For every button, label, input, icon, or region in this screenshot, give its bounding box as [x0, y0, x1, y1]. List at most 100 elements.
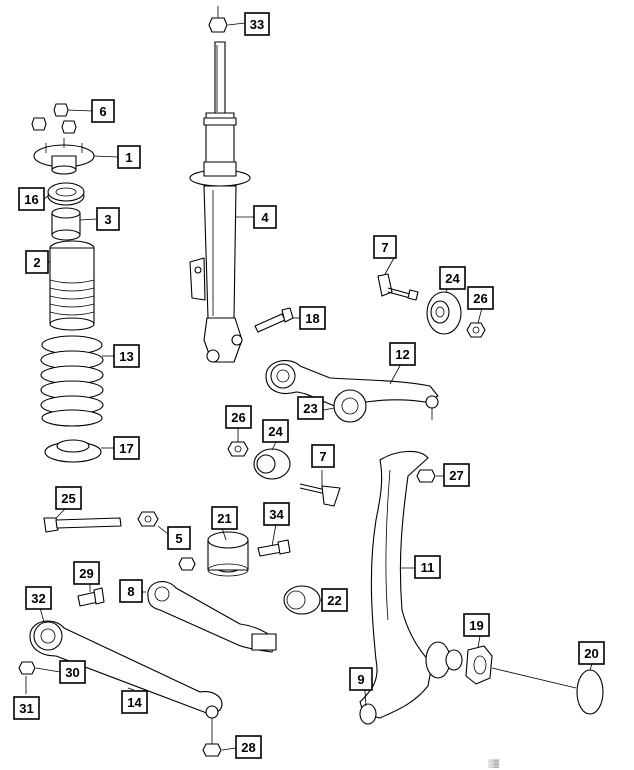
part-6-nuts: [31, 103, 77, 134]
callout-17: 17: [113, 436, 140, 460]
callout-number: 4: [261, 210, 269, 225]
part-1-upper-mount: [33, 138, 95, 175]
callout-number: 24: [445, 271, 460, 286]
callout-1: 1: [117, 145, 141, 169]
callout-21: 21: [211, 506, 238, 530]
part-2-dust-boot: [49, 240, 95, 331]
callout-34: 34: [263, 502, 290, 526]
part-12-upper-control-arm: [265, 360, 439, 423]
part-21-bushing: [207, 531, 249, 577]
callout-number: 34: [269, 507, 284, 522]
callout-29: 29: [73, 561, 100, 585]
part-26-nut-lower: [227, 441, 249, 457]
part-24-bushing-lower: [253, 448, 291, 480]
part-31-nut: [18, 661, 36, 675]
part-22-bushing: [283, 585, 321, 615]
callout-number: 12: [395, 347, 409, 362]
callout-26-lower: 26: [225, 405, 252, 429]
callout-number: 26: [231, 410, 245, 425]
callout-31: 31: [13, 696, 40, 720]
illustration-id-marker: ░▒: [488, 759, 500, 768]
callout-number: 27: [449, 468, 463, 483]
callout-number: 30: [65, 665, 79, 680]
part-5-nut: [137, 511, 159, 527]
part-27-nut: [416, 469, 436, 483]
callout-7-lower: 7: [311, 444, 335, 468]
callout-number: 23: [303, 401, 317, 416]
callout-8: 8: [119, 579, 143, 603]
callout-5: 5: [167, 526, 191, 550]
callout-33: 33: [244, 12, 270, 36]
part-5-nut-small: [178, 557, 196, 571]
callout-number: 29: [79, 566, 93, 581]
callout-number: 8: [127, 584, 134, 599]
callout-number: 19: [469, 618, 483, 633]
callout-number: 13: [119, 349, 133, 364]
part-16-bumper-ring: [47, 182, 85, 206]
callout-number: 1: [125, 150, 132, 165]
callout-32: 32: [25, 586, 52, 610]
callout-number: 18: [305, 311, 319, 326]
callout-14: 14: [121, 690, 148, 714]
part-3-isolator: [51, 207, 81, 241]
callout-number: 9: [357, 672, 364, 687]
callout-number: 16: [24, 192, 38, 207]
callout-24-lower: 24: [262, 419, 289, 443]
part-18-bolt: [254, 307, 294, 333]
part-25-bolt: [43, 517, 122, 533]
callout-16: 16: [18, 187, 45, 211]
callout-7-upper: 7: [373, 235, 397, 259]
callout-number: 24: [268, 424, 283, 439]
part-34-bolt: [257, 539, 291, 557]
callout-11: 11: [414, 555, 441, 579]
part-19-hub-nut: [465, 645, 493, 685]
part-7-cam-bolt-lower: [299, 483, 341, 507]
callout-4: 4: [253, 205, 277, 229]
callout-number: 3: [104, 212, 111, 227]
callout-number: 7: [319, 449, 326, 464]
callout-26-upper: 26: [467, 286, 494, 310]
part-9-bracket: [359, 703, 377, 725]
part-11-steering-knuckle: [359, 450, 463, 719]
callout-3: 3: [96, 207, 120, 231]
callout-9: 9: [349, 667, 373, 691]
callout-number: 2: [33, 255, 40, 270]
callout-number: 32: [31, 591, 45, 606]
part-13-coil-spring: [40, 335, 104, 427]
callout-number: 33: [250, 17, 264, 32]
callout-28: 28: [235, 735, 262, 759]
callout-23: 23: [297, 396, 324, 420]
callout-number: 6: [99, 104, 106, 119]
callout-12: 12: [389, 342, 416, 366]
part-7-cam-bolt-upper: [377, 273, 419, 301]
callout-22: 22: [321, 588, 348, 612]
part-8-tension-strut: [147, 581, 277, 653]
callout-number: 26: [473, 291, 487, 306]
callout-number: 17: [119, 441, 133, 456]
callout-number: 28: [241, 740, 255, 755]
callout-30: 30: [59, 660, 86, 684]
callout-6: 6: [91, 99, 115, 123]
callout-2: 2: [25, 250, 49, 274]
part-14-lower-control-arm: [29, 620, 223, 744]
part-20-dust-cap: [491, 667, 604, 715]
callout-number: 20: [584, 646, 598, 661]
callout-number: 22: [327, 593, 341, 608]
callout-20: 20: [578, 641, 605, 665]
callout-number: 11: [421, 560, 435, 575]
callout-24-upper: 24: [439, 266, 466, 290]
callout-19: 19: [463, 613, 490, 637]
part-26-nut-upper: [466, 322, 486, 338]
callout-25: 25: [55, 486, 82, 510]
part-4-strut: [189, 41, 251, 363]
callout-number: 31: [19, 701, 33, 716]
part-17-lower-isolator: [44, 439, 102, 463]
callout-number: 14: [127, 695, 142, 710]
part-29-bolt: [77, 587, 105, 607]
callout-13: 13: [113, 344, 140, 368]
callout-27: 27: [443, 463, 470, 487]
part-33-nut: [208, 6, 228, 33]
part-24-bushing-upper: [426, 291, 462, 335]
callout-18: 18: [299, 306, 326, 330]
